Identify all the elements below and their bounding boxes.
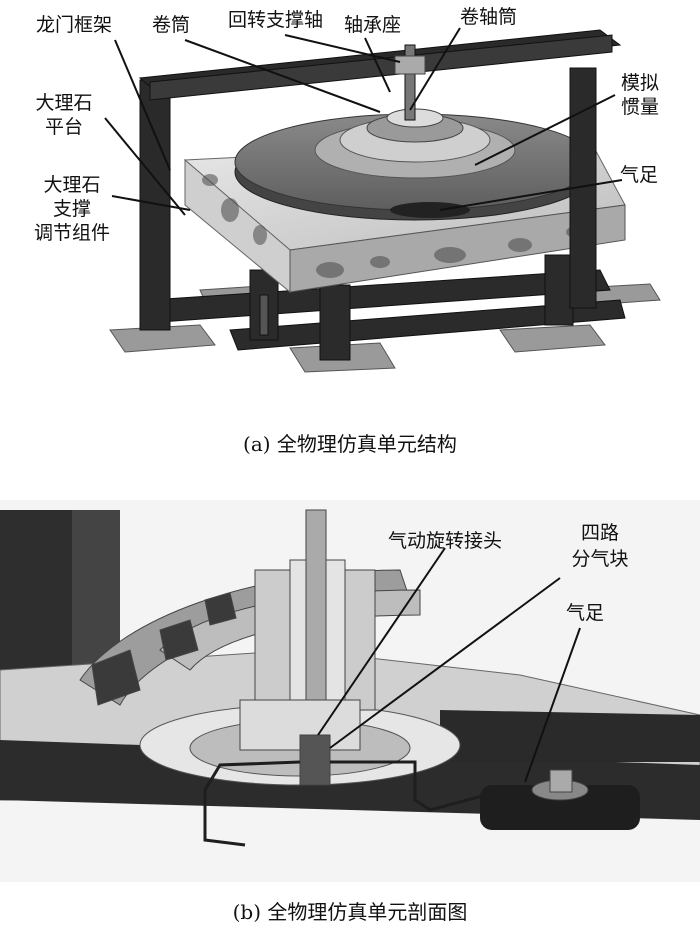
- label-marble-support-2: 支撑: [52, 198, 91, 220]
- reel-section: [79, 509, 421, 786]
- label-four-way-2: 分气块: [571, 548, 629, 570]
- air-foot-section: [480, 769, 640, 830]
- label-four-way-1: 四路: [580, 522, 619, 544]
- section-illustration: [0, 500, 700, 882]
- label-rotary-shaft: 回转支撑轴: [228, 9, 324, 31]
- label-reel-shaft: 卷轴筒: [460, 6, 518, 28]
- label-marble-platform-2: 平台: [44, 116, 83, 138]
- structure-illustration: [104, 27, 661, 373]
- label-gantry-frame: 龙门框架: [36, 14, 113, 36]
- label-simulated-inertia-2: 惯量: [620, 96, 659, 118]
- label-marble-support-3: 调节组件: [33, 222, 110, 244]
- caption-figure-a: (a) 全物理仿真单元结构: [243, 432, 457, 456]
- label-bearing-seat: 轴承座: [344, 14, 402, 36]
- label-marble-support-1: 大理石: [43, 174, 101, 196]
- label-marble-platform-1: 大理石: [35, 92, 93, 114]
- air-tubes: [203, 760, 506, 847]
- label-air-foot-a: 气足: [620, 164, 659, 186]
- figure-b-section-view: 气动旋转接头 四路 分气块 气足: [0, 500, 700, 882]
- leader-lines-b: [317, 547, 581, 783]
- leader-lines-a: [104, 27, 623, 216]
- simulated-inertia-disc: [234, 108, 596, 221]
- gantry-frame: [138, 29, 622, 331]
- base-frame: [149, 254, 626, 361]
- label-pneumatic-joint: 气动旋转接头: [388, 530, 503, 552]
- figure-a-structure: 龙门框架 卷筒 回转支撑轴 轴承座 卷轴筒 大理石 平台 模拟 惯量 气足 大理…: [0, 0, 700, 420]
- label-reel: 卷筒: [152, 14, 191, 36]
- label-air-foot-b: 气足: [566, 602, 605, 624]
- label-simulated-inertia-1: 模拟: [620, 72, 659, 94]
- caption-figure-b: (b) 全物理仿真单元剖面图: [232, 900, 468, 924]
- gantry-column-section: [0, 510, 120, 670]
